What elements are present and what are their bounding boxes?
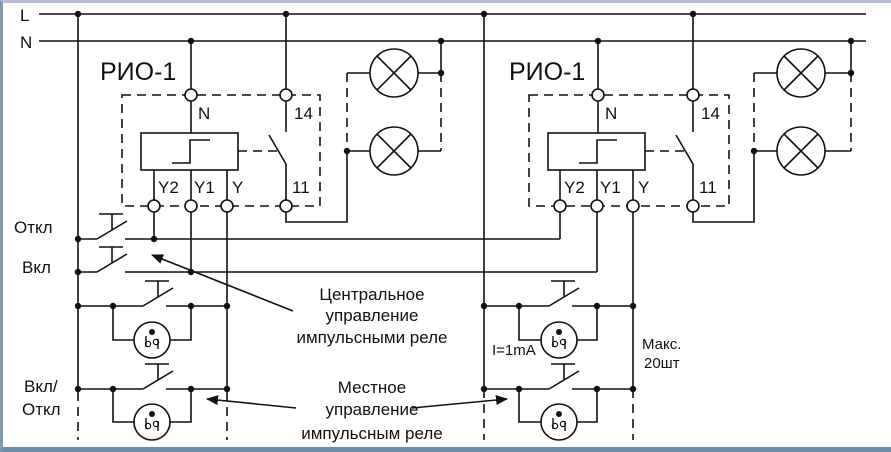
central-annotation-line1: Центральное bbox=[319, 285, 424, 304]
relay-module-1: РИО-1 N 14 11 Y2 Y1 Y bbox=[74, 10, 445, 440]
lamp-icon bbox=[369, 48, 419, 98]
lamp-icon bbox=[369, 126, 419, 176]
local-annotation-line3: импульсным реле bbox=[301, 424, 443, 443]
local-control-left: Вкл/ Откл bbox=[22, 280, 231, 441]
indicator-icon bbox=[133, 403, 171, 441]
push-button-icon bbox=[548, 280, 580, 307]
relay-2-terminal-Y1: Y1 bbox=[600, 178, 621, 197]
lamp-icon bbox=[776, 48, 826, 98]
local-control-right: I=1mA Макс. 20шт bbox=[480, 280, 681, 441]
central-annotation-line2: управление bbox=[326, 306, 419, 325]
label-L: L bbox=[20, 6, 29, 25]
on-button-icon bbox=[96, 246, 128, 273]
relay-1-terminal-14: 14 bbox=[294, 104, 313, 123]
label-off: Откл bbox=[14, 218, 53, 237]
current-label: I=1mA bbox=[492, 342, 536, 359]
relay-1-name: РИО-1 bbox=[100, 58, 176, 86]
relay-1-terminal-Y1: Y1 bbox=[194, 178, 215, 197]
off-button-icon bbox=[96, 213, 128, 240]
lamp-icon bbox=[776, 126, 826, 176]
relay-module-2: РИО-1 N 14 11 Y2 Y1 Y bbox=[480, 10, 855, 440]
relay-1-terminal-N: N bbox=[198, 104, 210, 123]
relay-2-terminal-N: N bbox=[605, 104, 617, 123]
central-annotation-line3: импульсными реле bbox=[296, 328, 447, 347]
central-arrow-icon bbox=[151, 254, 294, 312]
label-N: N bbox=[20, 33, 32, 52]
push-button-icon bbox=[142, 363, 174, 390]
relay-2-terminal-Y2: Y2 bbox=[564, 178, 585, 197]
relay-1-terminal-Y2: Y2 bbox=[158, 178, 179, 197]
push-button-icon bbox=[142, 280, 174, 307]
push-button-icon bbox=[548, 363, 580, 390]
label-on-off-1: Вкл/ bbox=[24, 377, 58, 396]
indicator-icon bbox=[133, 321, 171, 359]
relay-2-terminal-11: 11 bbox=[699, 178, 717, 197]
relay-2-terminal-14: 14 bbox=[701, 104, 720, 123]
relay-2-terminal-Y: Y bbox=[638, 178, 649, 197]
local-annotation-line2: управление bbox=[326, 400, 419, 419]
indicator-icon bbox=[540, 321, 578, 359]
local-arrow-left-icon bbox=[206, 395, 297, 409]
central-control: Откл Вкл bbox=[14, 213, 597, 277]
bus-lines: L N bbox=[20, 6, 866, 52]
relay-2-name: РИО-1 bbox=[509, 58, 585, 86]
annotations: Центральное управление импульсными реле … bbox=[151, 254, 508, 443]
max-label-line1: Макс. bbox=[642, 336, 681, 353]
local-arrow-right-icon bbox=[411, 395, 508, 409]
label-on: Вкл bbox=[22, 258, 51, 277]
local-annotation-line1: Местное bbox=[338, 378, 406, 397]
max-label-line2: 20шт bbox=[644, 355, 680, 372]
relay-1-terminal-11: 11 bbox=[292, 178, 310, 197]
indicator-icon bbox=[540, 403, 578, 441]
relay-1-terminal-Y: Y bbox=[232, 178, 243, 197]
label-on-off-2: Откл bbox=[22, 400, 61, 419]
